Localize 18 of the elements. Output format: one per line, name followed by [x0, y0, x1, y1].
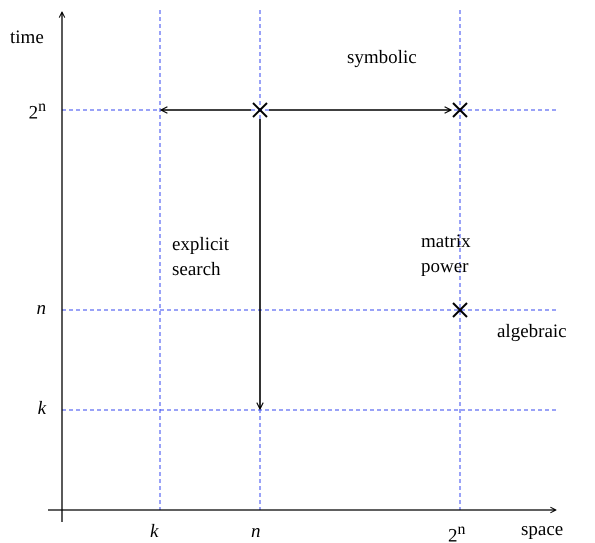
region-label: explicit search [172, 233, 230, 282]
tick-label: k [150, 520, 158, 543]
arrow [160, 106, 251, 114]
arrow [256, 119, 264, 410]
axis-label: time [10, 26, 44, 50]
region-label: matrix power [421, 230, 472, 279]
tick-label: n [251, 520, 260, 543]
arrow [269, 106, 452, 114]
region-label: algebraic [497, 320, 567, 344]
region-label: symbolic [347, 46, 417, 70]
tick-label: n [36, 297, 46, 321]
cross-mark [451, 101, 469, 119]
axis-label: space [521, 518, 564, 542]
tick-label: 2$^{n}$ [28, 97, 46, 126]
tick-label: k [36, 397, 46, 421]
tick-label: 2$^{n}$ [448, 520, 466, 543]
cross-mark [251, 101, 269, 119]
cross-mark [451, 301, 469, 319]
